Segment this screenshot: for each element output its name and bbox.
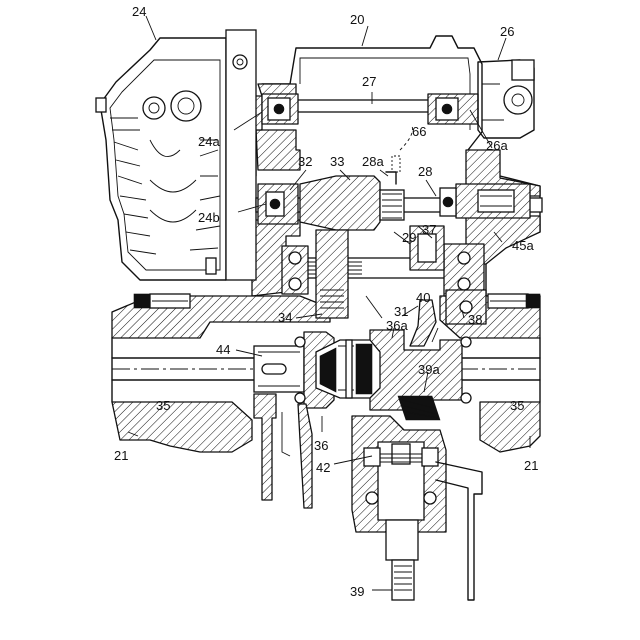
label-24a: 24a [198, 134, 220, 149]
label-34: 34 [278, 310, 292, 325]
label-32: 32 [298, 154, 312, 169]
label-26: 26 [500, 24, 514, 39]
label-28: 28 [418, 164, 432, 179]
label-26a: 26a [486, 138, 508, 153]
label-31: 31 [394, 304, 408, 319]
cover-unit [96, 30, 256, 280]
label-35-left: 35 [156, 398, 170, 413]
label-39a: 39a [418, 362, 440, 377]
label-38: 38 [468, 312, 482, 327]
label-40: 40 [416, 290, 430, 305]
label-35-right: 35 [510, 398, 524, 413]
label-24: 24 [132, 4, 146, 19]
label-39: 39 [350, 584, 364, 599]
upper-shaft-assembly [262, 60, 534, 138]
label-29: 29 [402, 230, 416, 245]
label-21-left: 21 [114, 448, 128, 463]
label-27: 27 [362, 74, 376, 89]
label-20: 20 [350, 12, 364, 27]
label-37: 37 [422, 222, 436, 237]
label-45a: 45a [512, 238, 534, 253]
label-24b: 24b [198, 210, 220, 225]
label-44: 44 [216, 342, 230, 357]
label-28a: 28a [362, 154, 384, 169]
label-66: 66 [412, 124, 426, 139]
label-33: 33 [330, 154, 344, 169]
label-21-right: 21 [524, 458, 538, 473]
bevel-output-assembly [254, 394, 482, 600]
label-36a: 36a [386, 318, 408, 333]
label-42: 42 [316, 460, 330, 475]
label-36: 36 [314, 438, 328, 453]
